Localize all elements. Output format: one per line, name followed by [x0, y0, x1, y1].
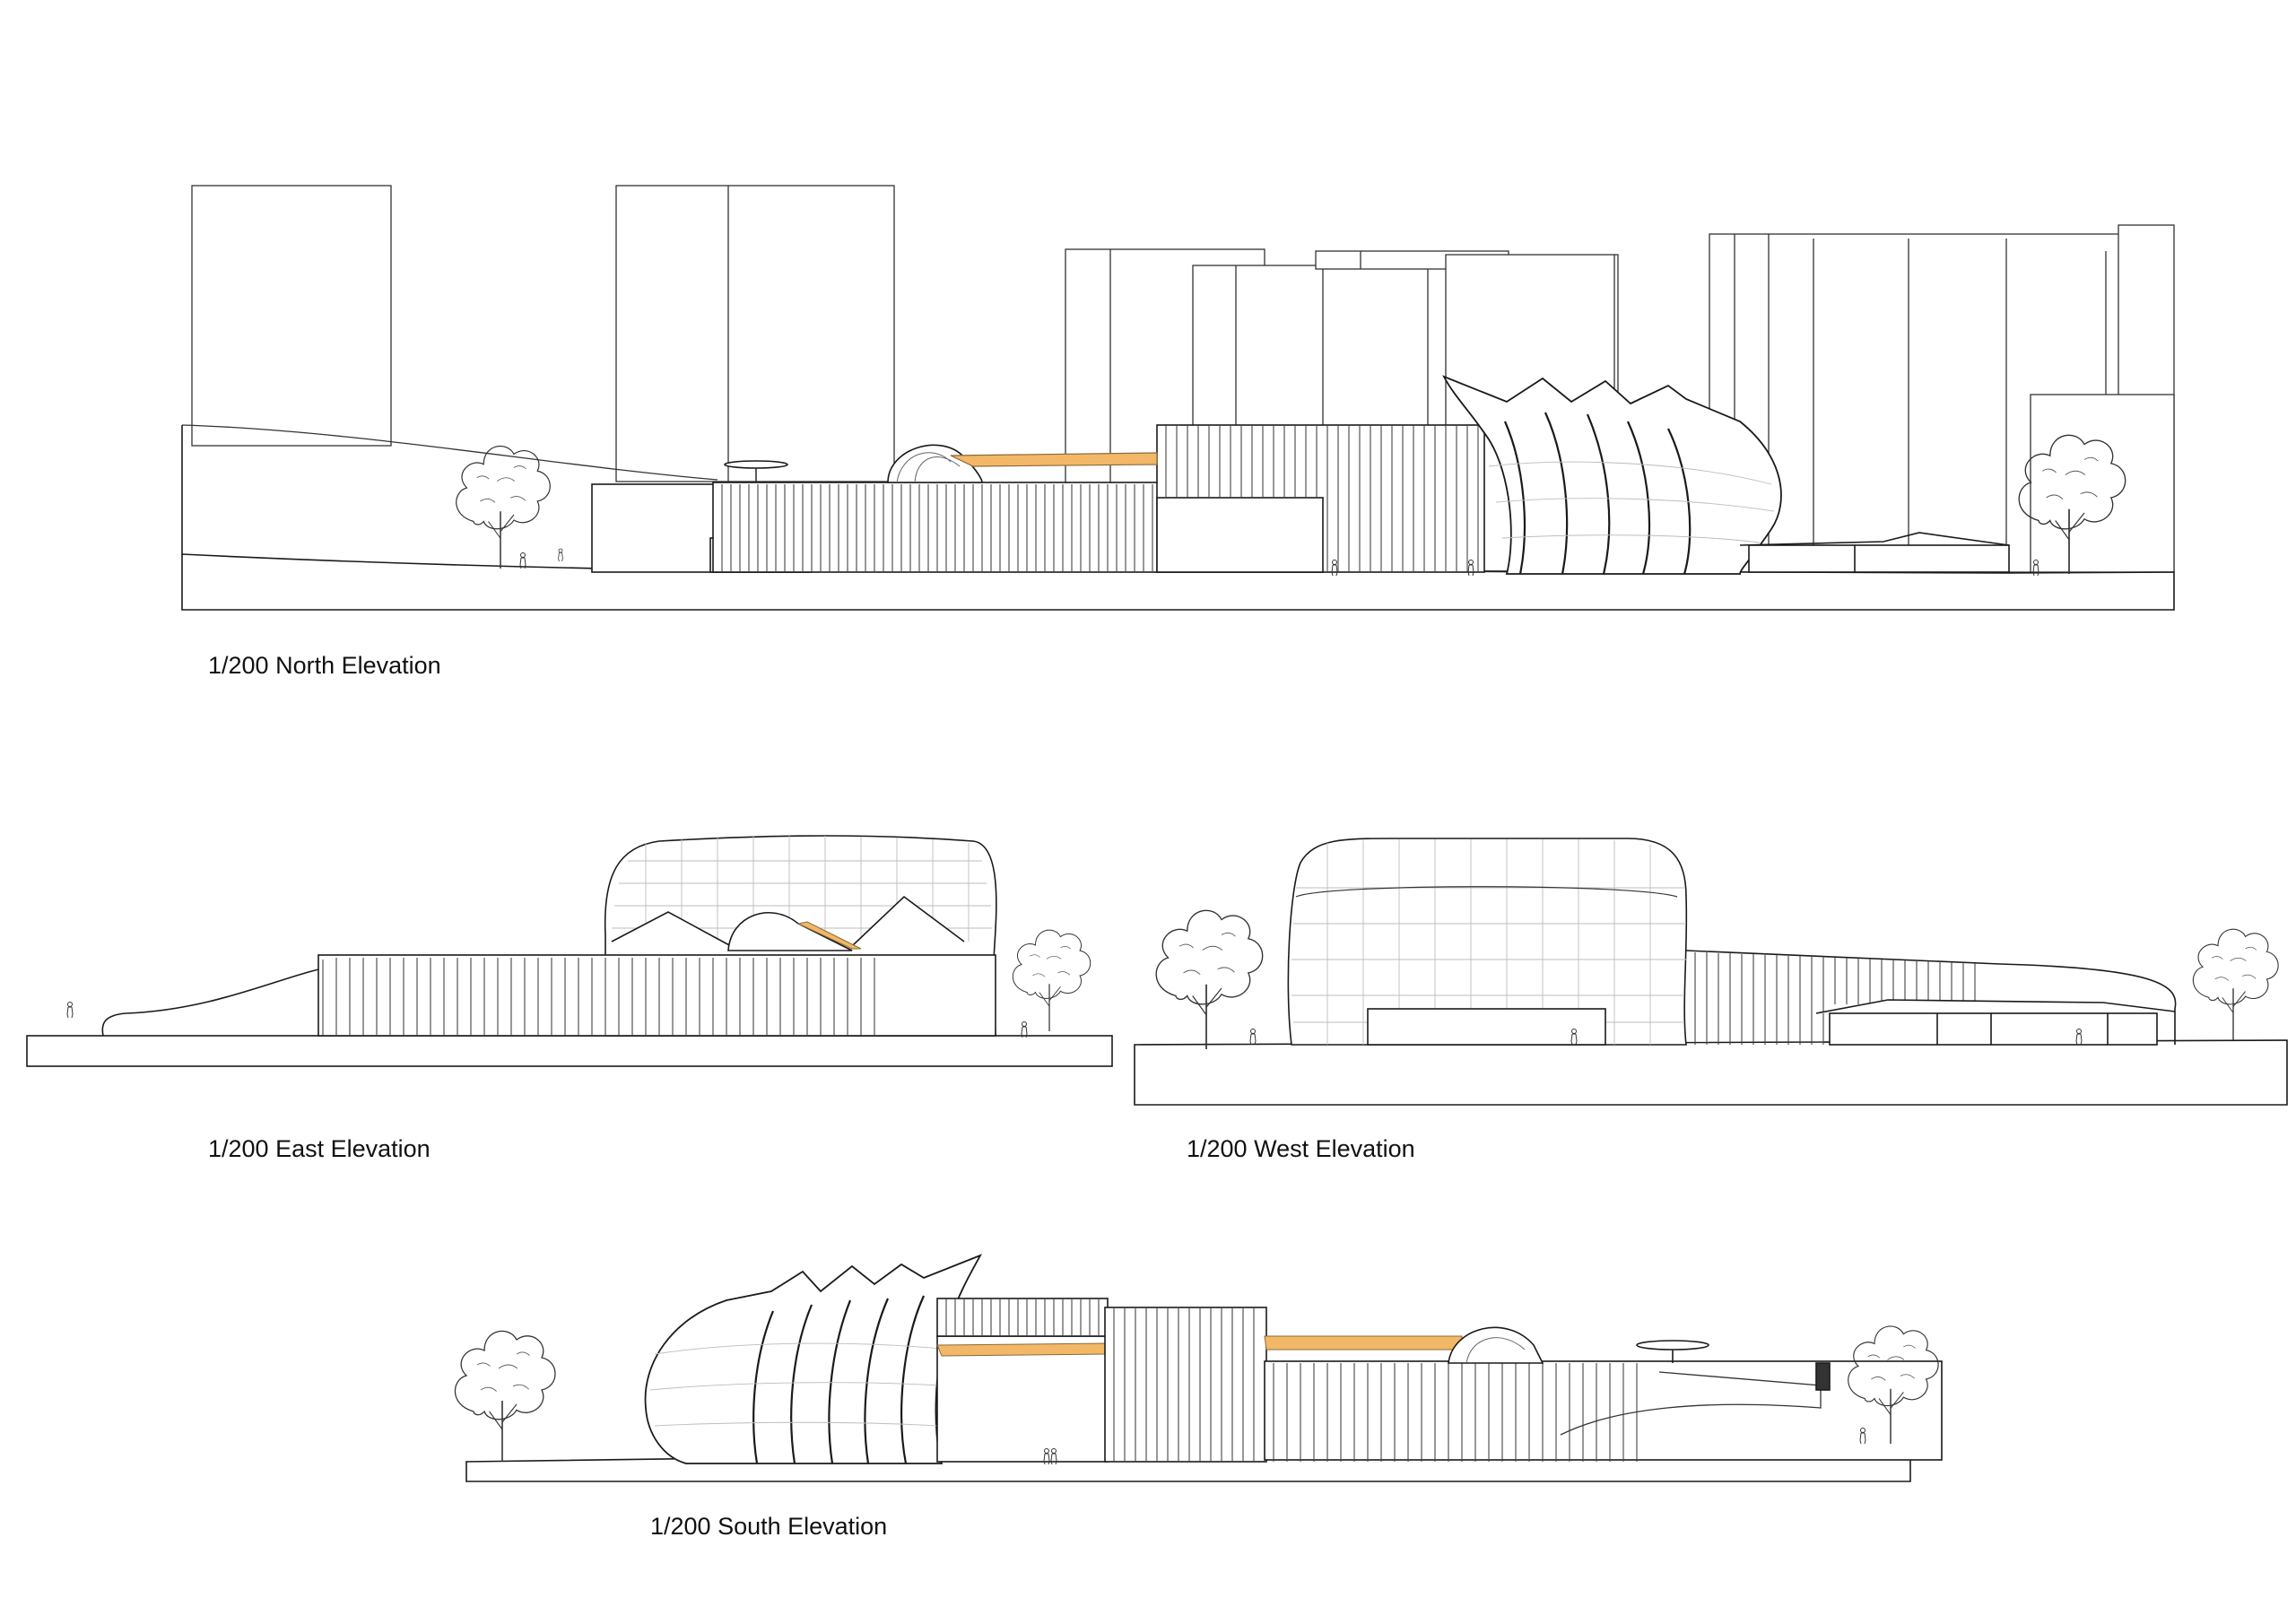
west-elevation: [1134, 838, 2288, 1106]
deciduous-tree-icon: [1012, 929, 1091, 1032]
east-elevation: [26, 835, 1113, 1067]
north-elevation: [181, 185, 2175, 611]
deciduous-tree-icon: [1155, 909, 1264, 1050]
person-figure-icon: [557, 548, 564, 562]
north-elevation-caption: 1/200 North Elevation: [208, 652, 441, 679]
deciduous-tree-icon: [454, 1330, 556, 1463]
deciduous-tree-icon: [2192, 928, 2279, 1041]
south-shell: [644, 1254, 982, 1464]
deciduous-tree-icon: [455, 445, 552, 569]
person-figure-icon: [66, 1001, 74, 1019]
west-elevation-caption: 1/200 West Elevation: [1187, 1135, 1415, 1162]
south-elevation-caption: 1/200 South Elevation: [650, 1513, 888, 1540]
person-figure-icon: [1249, 1028, 1257, 1046]
west-shell: [1287, 838, 1688, 1046]
shell-roof: [1442, 375, 1782, 575]
east-elevation-caption: 1/200 East Elevation: [208, 1135, 430, 1162]
south-elevation: [454, 1254, 1943, 1482]
